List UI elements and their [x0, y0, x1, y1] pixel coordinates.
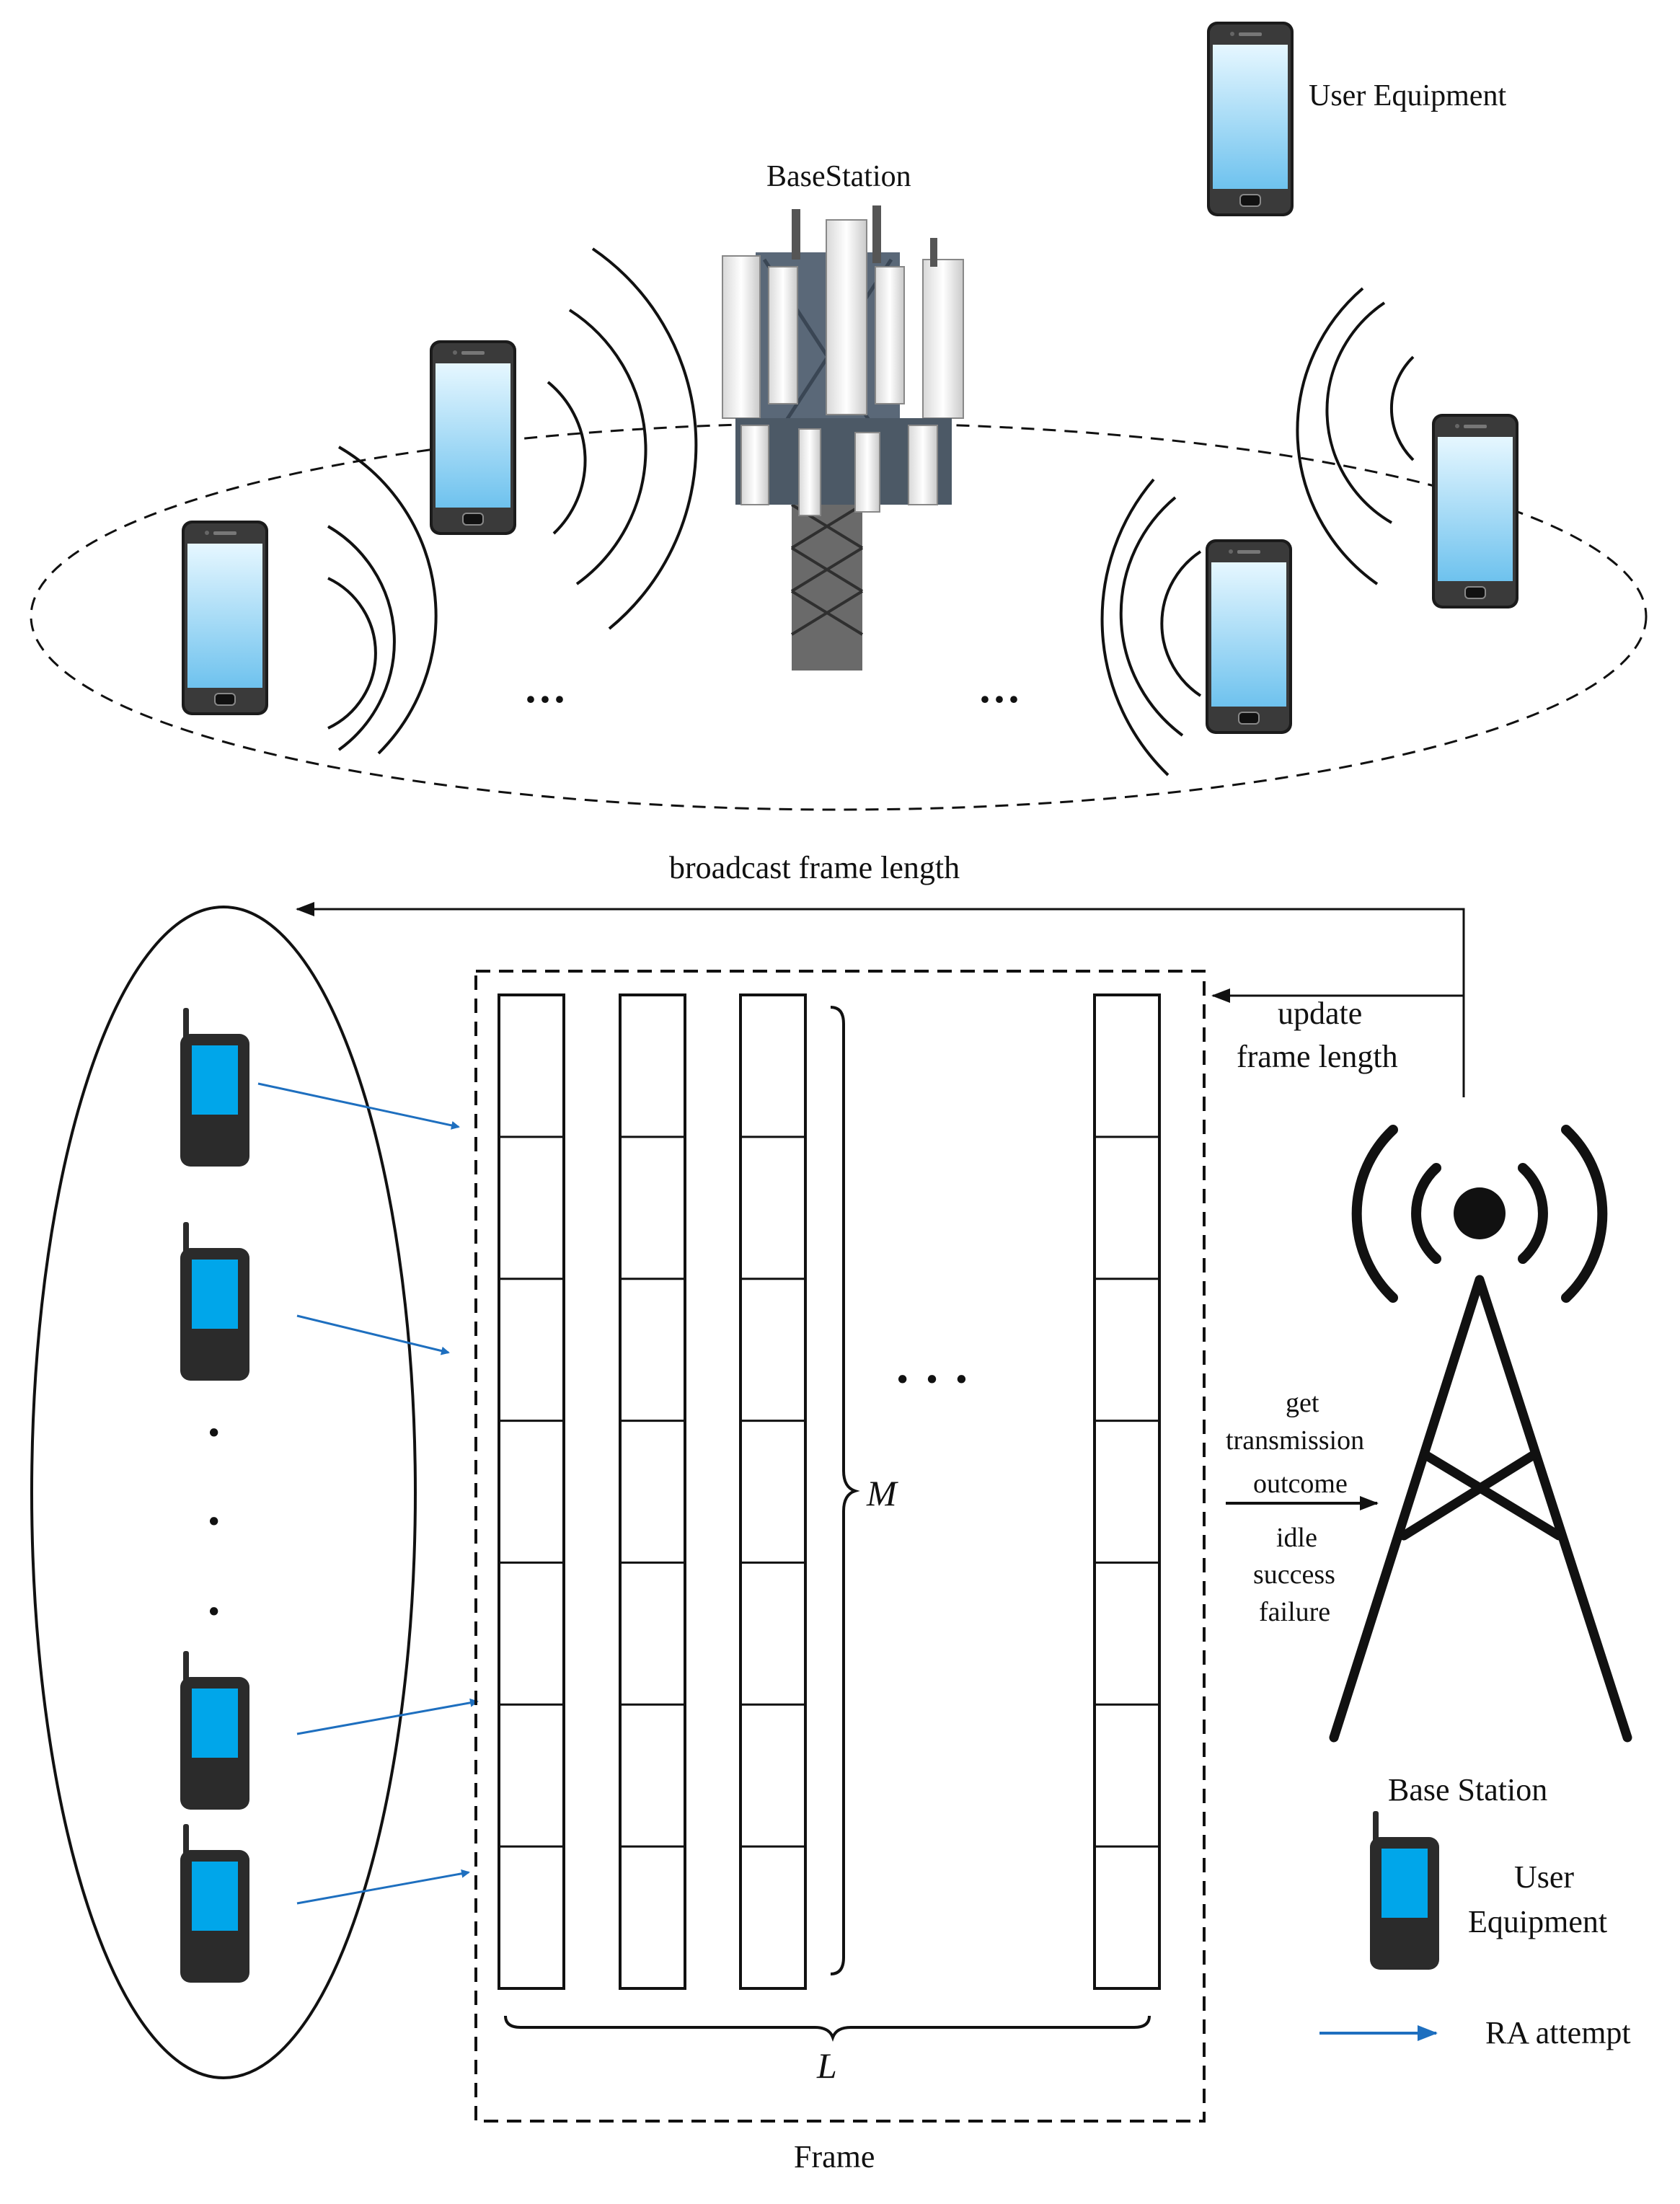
radio-tower-icon [1329, 1125, 1632, 1743]
outcome-failure: failure [1259, 1597, 1330, 1627]
slot-column [498, 993, 565, 1990]
bottom-panel: broadcast frame length update frame leng… [30, 850, 1632, 2174]
vertical-dot: · [205, 1405, 222, 1461]
outcome-label-1: get [1286, 1388, 1319, 1418]
smartphone-icon [1206, 21, 1294, 217]
outcome-label-3: outcome [1253, 1469, 1348, 1499]
frame-label: Frame [794, 2139, 875, 2174]
ue-label-1: User [1514, 1859, 1574, 1895]
feature-phone-icon [180, 1651, 249, 1810]
slot-column [739, 993, 807, 1990]
ellipsis-right: ··· [978, 676, 1021, 723]
outcome-idle: idle [1276, 1523, 1317, 1553]
feature-phone-icon [180, 1222, 249, 1381]
vertical-dot: · [205, 1584, 222, 1639]
ra-legend-label: RA attempt [1485, 2015, 1631, 2050]
outcome-label-2: transmission [1226, 1425, 1364, 1456]
outcome-success: success [1253, 1559, 1335, 1590]
l-brace [504, 2015, 1151, 2042]
update-label-2: frame length [1237, 1039, 1398, 1074]
feature-phone-icon [180, 1824, 249, 1983]
smartphone-icon [1431, 413, 1519, 609]
ue-legend-label: User Equipment [1309, 79, 1506, 112]
m-brace [830, 1006, 860, 1975]
vertical-dot: · [205, 1494, 222, 1549]
ellipsis-left: ··· [523, 676, 567, 723]
top-panel: BaseStation User Equipment [30, 21, 1648, 811]
smartphone-icon [1205, 539, 1293, 735]
cell-tower-icon [722, 205, 964, 671]
update-label-1: update [1278, 996, 1362, 1031]
ra-attempt-arrows [257, 1082, 479, 1905]
smartphone-icon [429, 340, 517, 536]
m-label: M [866, 1473, 898, 1513]
middle-dots: · · · [894, 1352, 970, 1407]
frame-box [474, 970, 1206, 2123]
broadcast-arrow [296, 902, 1465, 1097]
slot-column [619, 993, 686, 1990]
slot-columns [498, 993, 1161, 1990]
slot-column [1093, 993, 1161, 1990]
base-station-label-bottom: Base Station [1388, 1772, 1547, 1807]
ue-group-ellipse [30, 906, 417, 2079]
base-station-label: BaseStation [766, 160, 911, 193]
feature-phone-icon [180, 1008, 249, 1167]
broadcast-label: broadcast frame length [669, 850, 960, 885]
l-label: L [816, 2045, 837, 2086]
radio-waves [327, 247, 1415, 776]
smartphone-icon [181, 520, 269, 716]
ue-label-2: Equipment [1468, 1904, 1607, 1939]
feature-phone-icon [1370, 1811, 1439, 1970]
